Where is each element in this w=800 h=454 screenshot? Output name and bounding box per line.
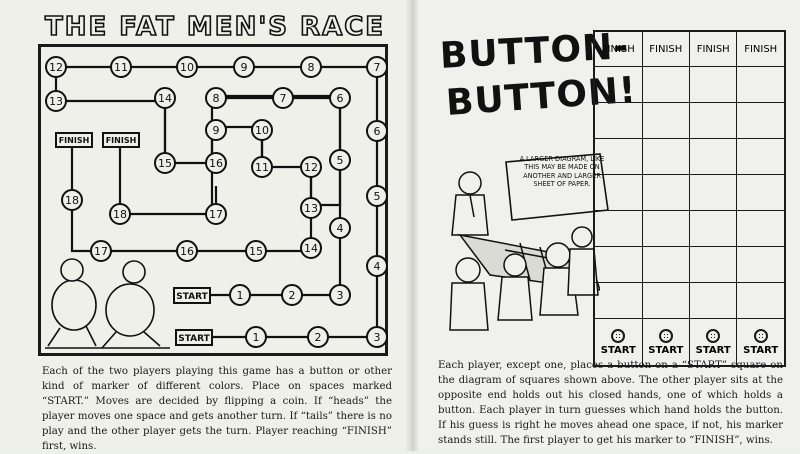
finish-header: FINISH xyxy=(688,30,738,67)
finish-header: FINISH xyxy=(641,30,690,67)
grid-cell xyxy=(641,174,690,211)
grid-cell xyxy=(736,138,786,175)
grid-cell xyxy=(736,102,786,139)
node-label: 7 xyxy=(280,92,287,105)
node-label: 12 xyxy=(304,161,318,174)
start-cell: START xyxy=(641,318,690,367)
node-label: 10 xyxy=(180,61,194,74)
node-label: 3 xyxy=(337,289,344,302)
start-cell: START xyxy=(593,318,643,367)
button-button-title: BUTTON- BUTTON! xyxy=(439,26,638,124)
node-label: 11 xyxy=(255,161,269,174)
node-label: 14 xyxy=(304,242,318,255)
button-icon xyxy=(706,328,721,343)
finish-box-a: FINISH xyxy=(59,136,90,145)
button-button-grid: FINISH FINISH FINISH FINISH START START … xyxy=(593,30,786,367)
children-playing-illustration xyxy=(449,171,600,331)
grid-cell xyxy=(736,210,786,247)
finish-header: FINISH xyxy=(736,30,786,67)
grid-cell xyxy=(736,66,786,103)
node-label: 13 xyxy=(304,202,318,215)
start-label: START xyxy=(743,344,779,356)
start-cell: START xyxy=(736,318,786,367)
start-box-b: START xyxy=(178,334,210,344)
grid-cell xyxy=(593,174,643,211)
grid-cell xyxy=(688,66,738,103)
grid-cell xyxy=(593,66,643,103)
node-label: 15 xyxy=(158,157,172,170)
grid-cell xyxy=(641,102,690,139)
start-label: START xyxy=(600,344,636,356)
node-label: 17 xyxy=(209,208,223,221)
node-label: 12 xyxy=(49,61,63,74)
node-label: 18 xyxy=(113,208,127,221)
grid-cell xyxy=(736,174,786,211)
node-label: 2 xyxy=(289,289,296,302)
node-label: 15 xyxy=(249,245,263,258)
node-label: 1 xyxy=(253,331,260,344)
grid-cell xyxy=(593,282,643,319)
grid-cell xyxy=(593,102,643,139)
node-label: 1 xyxy=(237,289,244,302)
start-box-a: START xyxy=(176,292,208,302)
grid-cell xyxy=(641,282,690,319)
grid-cell xyxy=(736,246,786,283)
node-label: 10 xyxy=(255,124,269,137)
node-label: 8 xyxy=(213,92,220,105)
node-label: 9 xyxy=(241,61,248,74)
start-cell: START xyxy=(688,318,738,367)
grid-cell xyxy=(688,282,738,319)
node-label: 13 xyxy=(49,95,63,108)
title-line-2: BUTTON! xyxy=(444,69,638,124)
node-label: 6 xyxy=(374,125,381,138)
grid-cell xyxy=(688,102,738,139)
start-label: START xyxy=(648,344,684,356)
button-icon xyxy=(611,328,626,343)
grid-cell xyxy=(688,174,738,211)
grid-cell xyxy=(736,282,786,319)
fat-mens-race-title: THE FAT MEN'S RACE xyxy=(44,11,386,43)
finish-box-b: FINISH xyxy=(106,136,137,145)
node-label: 11 xyxy=(114,61,128,74)
node-label: 16 xyxy=(180,245,194,258)
grid-cell xyxy=(688,210,738,247)
node-label: 9 xyxy=(213,124,220,137)
larger-diagram-callout: A LARGER DIAGRAM, LIKE THIS MAY BE MADE … xyxy=(519,155,605,189)
node-label: 14 xyxy=(158,92,172,105)
button-button-instructions: Each player, except one, places a button… xyxy=(438,360,783,446)
node-label: 16 xyxy=(209,157,223,170)
node-label: 4 xyxy=(337,222,344,235)
grid-cell xyxy=(641,138,690,175)
node-label: 3 xyxy=(374,331,381,344)
button-icon xyxy=(658,328,673,343)
node-label: 2 xyxy=(315,331,322,344)
running-fat-men-illustration xyxy=(45,258,170,349)
node-label: 6 xyxy=(337,92,344,105)
grid-cell xyxy=(593,138,643,175)
grid-cell xyxy=(641,246,690,283)
grid-cell xyxy=(688,246,738,283)
node-label: 18 xyxy=(65,194,79,207)
grid-cell xyxy=(593,210,643,247)
grid-cell xyxy=(593,246,643,283)
start-label: START xyxy=(695,344,731,356)
node-label: 5 xyxy=(337,154,344,167)
finish-header: FINISH xyxy=(593,30,643,67)
button-icon xyxy=(753,328,768,343)
grid-cell xyxy=(688,138,738,175)
fat-mens-race-instructions: Each of the two players playing this gam… xyxy=(42,366,392,452)
node-label: 8 xyxy=(308,61,315,74)
node-label: 5 xyxy=(374,190,381,203)
race-board: FINISH FINISH START START 12 11 10 9 8 7… xyxy=(45,56,388,349)
node-label: 17 xyxy=(94,245,108,258)
grid-cell xyxy=(641,66,690,103)
book-gutter xyxy=(405,0,419,451)
node-label: 4 xyxy=(374,260,381,273)
node-label: 7 xyxy=(374,61,381,74)
grid-cell xyxy=(641,210,690,247)
